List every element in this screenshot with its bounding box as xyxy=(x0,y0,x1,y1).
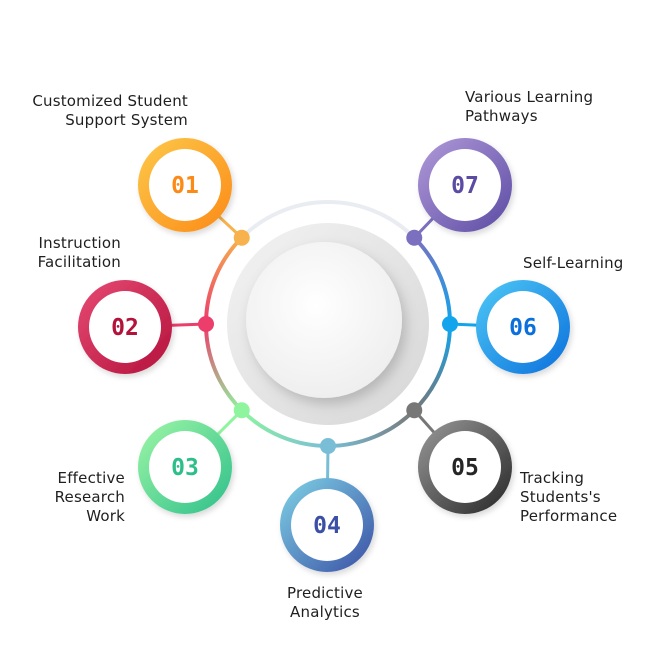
ring-node-dot xyxy=(233,402,250,419)
center-disc xyxy=(227,223,429,425)
step-label-line: Analytics xyxy=(290,603,360,621)
step-label-line: Customized Student xyxy=(32,92,188,110)
step-label-line: Instruction xyxy=(38,234,121,252)
step-number: 04 xyxy=(313,513,341,539)
ring-arc-segment xyxy=(204,236,244,325)
step-label-line: Tracking xyxy=(520,469,585,487)
bubble-core xyxy=(487,291,559,363)
step-bubble-06: 06 xyxy=(476,280,570,374)
ring-arc-segment xyxy=(412,236,452,325)
step-number: 02 xyxy=(111,315,139,341)
connectors xyxy=(168,213,480,482)
outer-ring-arcs xyxy=(204,200,452,448)
center-inner-disc xyxy=(246,242,402,398)
step-label-line: Work xyxy=(86,507,125,525)
step-bubble-05: 05 xyxy=(418,420,512,514)
step-number: 05 xyxy=(451,455,479,481)
step-number: 01 xyxy=(171,173,199,199)
bubble-core xyxy=(149,149,221,221)
step-label-line: Pathways xyxy=(465,107,538,125)
ring-node-dot xyxy=(406,229,423,246)
bubble-core xyxy=(89,291,161,363)
ring-node-dot xyxy=(198,316,214,332)
step-bubble-02: 02 xyxy=(78,280,172,374)
step-label-line: Facilitation xyxy=(37,253,121,271)
step-label-line: Predictive xyxy=(287,584,363,602)
step-number: 06 xyxy=(509,315,537,341)
step-number: 03 xyxy=(171,455,199,481)
step-bubble-07: 07 xyxy=(418,138,512,232)
step-label-line: Performance xyxy=(520,507,618,525)
ring-arc-segment xyxy=(204,323,244,412)
bubble-core xyxy=(291,489,363,561)
step-label-line: Support System xyxy=(65,111,188,129)
step-label-line: Effective xyxy=(57,469,125,487)
bubble-core xyxy=(149,431,221,503)
step-bubble-03: 03 xyxy=(138,420,232,514)
ring-node-dot xyxy=(442,316,458,332)
ring-node-dot xyxy=(406,402,423,419)
step-number: 07 xyxy=(451,173,479,199)
ring-arc-segment xyxy=(240,408,329,448)
ring-node-dot xyxy=(233,229,250,246)
step-bubble-04: 04 xyxy=(280,478,374,572)
step-label-line: Students's xyxy=(520,488,601,506)
bubble-core xyxy=(429,149,501,221)
step-label-line: Self-Learning xyxy=(523,254,624,272)
step-label-06: Self-Learning xyxy=(523,254,624,273)
step-bubbles: 01 02 03 04 05 06 07 xyxy=(78,138,570,572)
ring-node-dot xyxy=(320,438,336,454)
ring-arc-segment xyxy=(327,408,416,448)
ring-arc-segment xyxy=(412,323,452,412)
step-label-line: Research xyxy=(54,488,125,506)
ring-arc-top xyxy=(240,200,416,240)
step-bubble-01: 01 xyxy=(138,138,232,232)
bubble-core xyxy=(429,431,501,503)
step-label-line: Various Learning xyxy=(465,88,594,106)
